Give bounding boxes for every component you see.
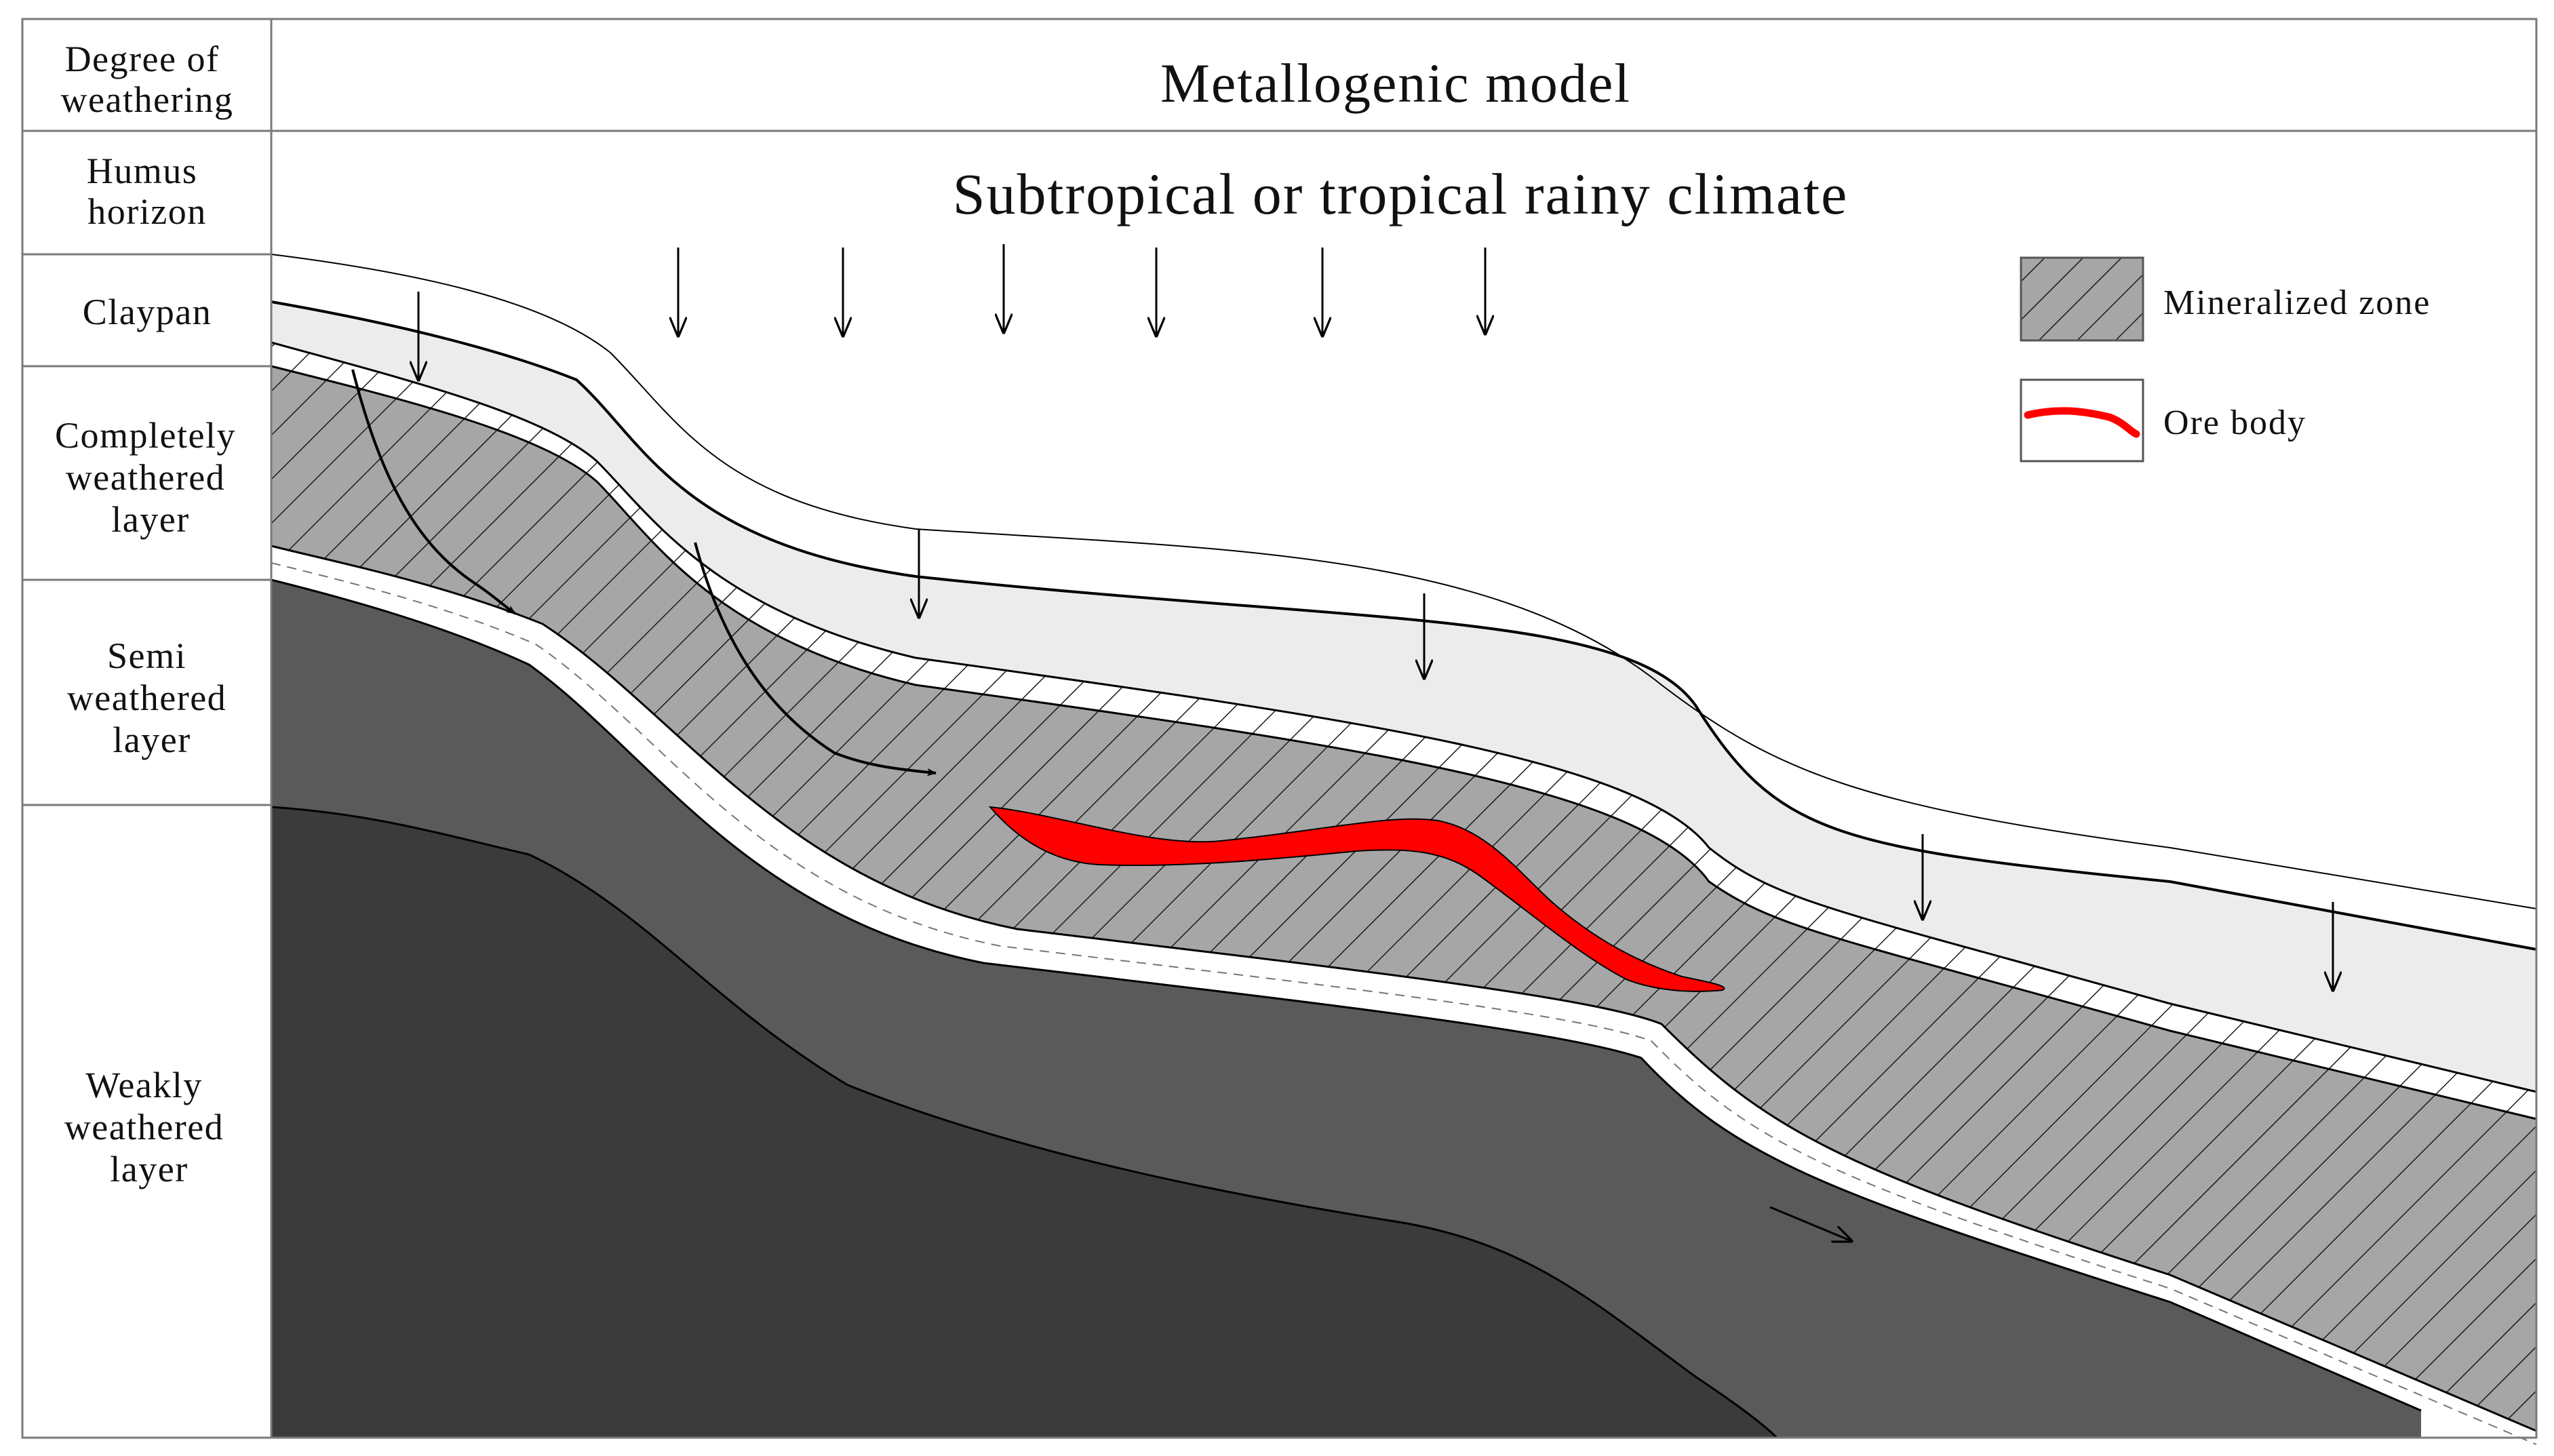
- legend-label-ore-body: Ore body: [2163, 404, 2306, 442]
- weakly-weathered-layer: [271, 807, 1777, 1438]
- climate-label: Subtropical or tropical rainy climate: [953, 161, 1849, 227]
- legend-label-mineralized-zone: Mineralized zone: [2163, 283, 2431, 322]
- ore-body: [988, 806, 1725, 992]
- completely-weathered-layer: [271, 366, 2536, 1431]
- leaching-arrow-1: [351, 369, 517, 615]
- geological-section: [271, 244, 2537, 1456]
- leaching-arrow-2: [694, 542, 937, 776]
- legend-ore-body-stroke: [2024, 407, 2140, 438]
- claypan-layer: [271, 302, 2536, 1092]
- frame: [21, 18, 2538, 1439]
- mineralized-top-strip: [271, 342, 2536, 1119]
- sidebar-label-humus-horizon: Humus horizon: [87, 151, 208, 232]
- sidebar-label-completely-weathered: Completely weathered layer: [55, 415, 246, 540]
- sidebar: Degree of weathering Humus horizon Clayp…: [55, 39, 246, 1189]
- sidebar-label-degree-of-weathering: Degree of weathering: [61, 39, 234, 120]
- transition-band: [271, 546, 2536, 1456]
- infiltration-arrows: [418, 244, 2333, 1241]
- humus-horizon-layer: [271, 254, 2536, 949]
- groundwater-flow-arrow: [1769, 1206, 1851, 1241]
- leaching-flow-arrows: [351, 369, 937, 776]
- legend-swatch-mineralized-zone: [2020, 256, 2144, 342]
- layer-boundaries: [271, 254, 2537, 1445]
- legend: Mineralized zone Ore body: [2020, 256, 2431, 463]
- sidebar-label-weakly-weathered: Weakly weathered layer: [64, 1065, 234, 1189]
- sidebar-label-claypan: Claypan: [83, 292, 212, 332]
- page-title: Metallogenic model: [1160, 52, 1631, 114]
- sidebar-label-semi-weathered: Semi weathered layer: [67, 635, 237, 760]
- legend-swatch-ore-body: [2020, 378, 2144, 463]
